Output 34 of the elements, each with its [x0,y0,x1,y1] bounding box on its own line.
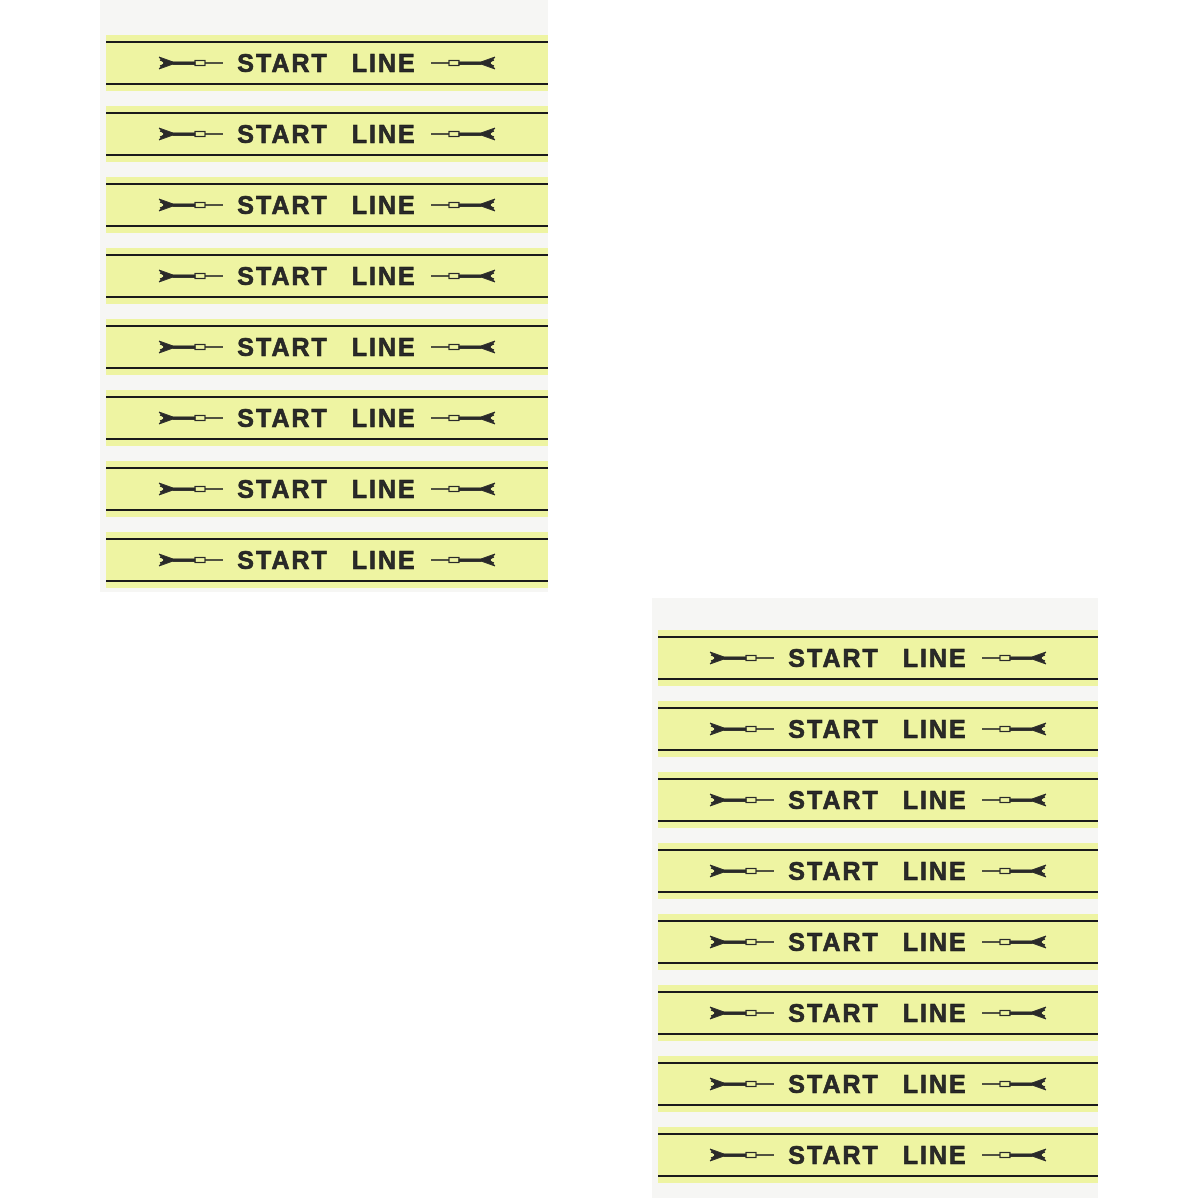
strip-label: START LINE [237,48,417,78]
sticker-strip [658,985,1098,1041]
strip-label: START LINE [237,474,417,504]
sticker-strip [106,532,548,588]
sticker-strip [658,843,1098,899]
sticker-strip [106,461,548,517]
strip-label: START LINE [788,714,968,744]
sticker-strip [658,772,1098,828]
strip-label: START LINE [237,545,417,575]
strip-label: START LINE [788,643,968,673]
strip-label: START LINE [788,1069,968,1099]
strip-label: START LINE [788,856,968,886]
sticker-strip [658,630,1098,686]
sticker-strip [106,106,548,162]
strip-label: START LINE [237,332,417,362]
sticker-strip [106,35,548,91]
sticker-strip [106,177,548,233]
sticker-strip [658,1056,1098,1112]
strip-label: START LINE [788,1140,968,1170]
sticker-strip [106,248,548,304]
sticker-strip [106,390,548,446]
strip-label: START LINE [237,190,417,220]
strip-label: START LINE [788,927,968,957]
sticker-strip [658,701,1098,757]
strip-label: START LINE [788,998,968,1028]
sticker-sheet [100,0,548,592]
sticker-strip [658,914,1098,970]
sticker-strip [658,1127,1098,1183]
strip-label: START LINE [788,785,968,815]
strip-label: START LINE [237,119,417,149]
strip-label: START LINE [237,403,417,433]
strip-label: START LINE [237,261,417,291]
sticker-sheet [652,598,1098,1198]
sticker-strip [106,319,548,375]
